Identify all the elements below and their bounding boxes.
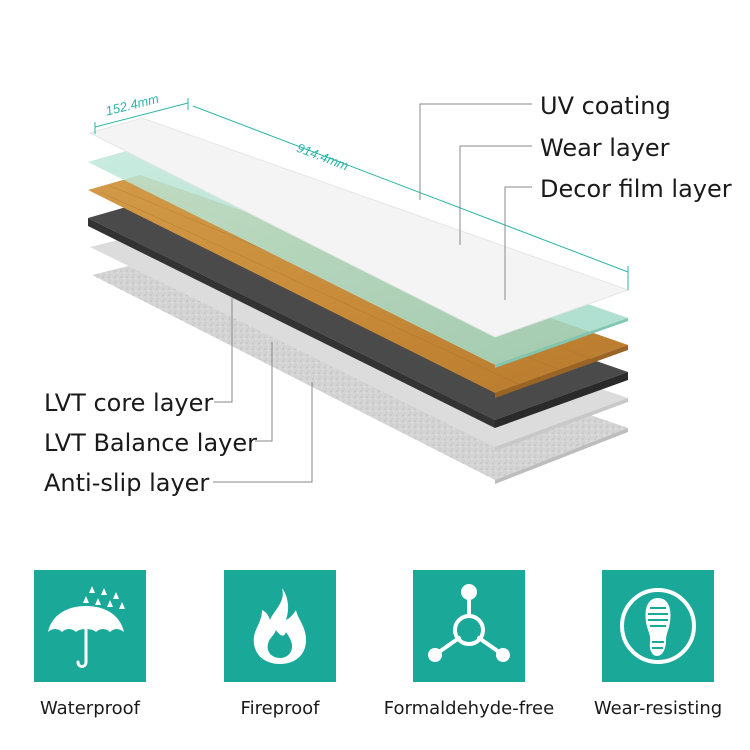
- dimension-lines: [94, 98, 629, 290]
- callout-lvt-balance-layer: LVT Balance layer: [44, 429, 257, 457]
- callout-uv-coating: UV coating: [540, 92, 671, 120]
- layer-stack-diagram: [88, 98, 630, 484]
- callout-decor-film-layer: Decor film layer: [540, 175, 732, 203]
- feature-tile: [413, 570, 525, 682]
- feature-tile: [34, 570, 146, 682]
- feature-label: Fireproof: [240, 698, 320, 719]
- callout-lvt-core-layer: LVT core layer: [44, 389, 214, 417]
- shoe-sole-icon: [620, 588, 696, 664]
- feature-waterproof: Waterproof: [34, 570, 146, 719]
- feature-tile: [224, 570, 336, 682]
- feature-label: Formaldehyde-free: [383, 698, 555, 719]
- feature-formaldehyde-free: Formaldehyde-free: [384, 570, 554, 719]
- feature-fireproof: Fireproof: [224, 570, 336, 719]
- callout-anti-slip-layer: Anti-slip layer: [44, 469, 210, 497]
- callout-leaders: [213, 103, 532, 483]
- callout-wear-layer: Wear layer: [540, 134, 670, 162]
- feature-tile: [602, 570, 714, 682]
- flame-icon: [253, 588, 306, 664]
- umbrella-rain-icon: [48, 586, 125, 668]
- feature-wear-resisting: Wear-resisting: [594, 570, 722, 719]
- feature-label: Waterproof: [39, 698, 141, 719]
- feature-label: Wear-resisting: [593, 698, 723, 719]
- molecule-icon: [428, 584, 510, 662]
